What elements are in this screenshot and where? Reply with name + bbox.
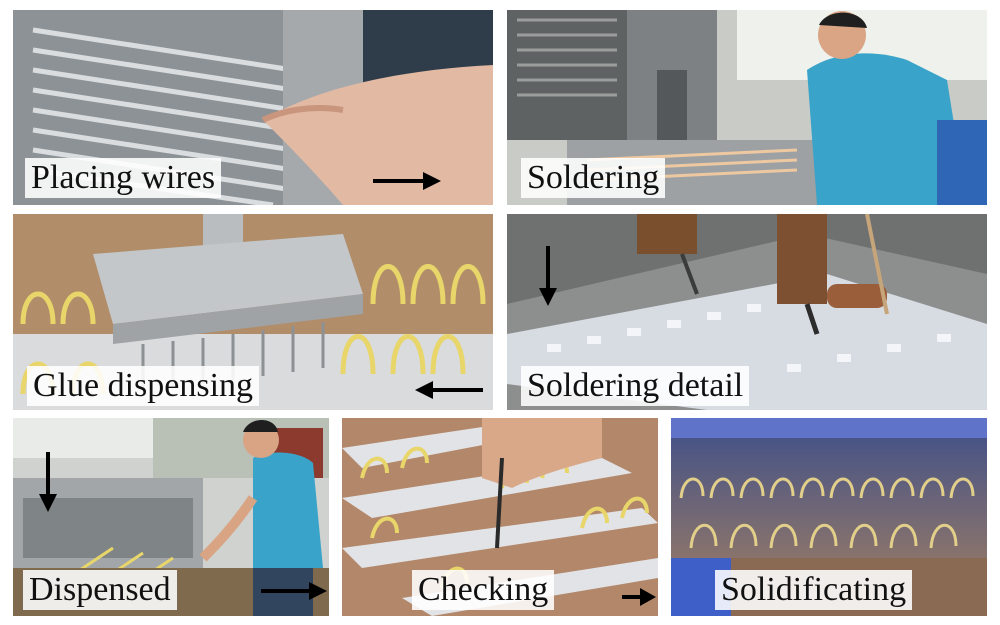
photo-soldering-detail: Soldering detail [507,214,987,410]
arrow-right-icon [373,172,441,190]
arrow-left-icon [415,381,483,399]
arrow-right-icon [261,582,327,600]
photo-soldering: Soldering [507,10,987,205]
photo-checking: Checking [342,418,658,616]
caption-soldering: Soldering [521,158,666,198]
photo-dispensed: Dispensed [13,418,329,616]
caption-checking: Checking [412,570,555,610]
soldering-detail-photo [507,214,987,410]
arrow-down-icon [39,452,57,512]
photo-glue-dispensing: Glue dispensing [13,214,493,410]
caption-soldering-detail: Soldering detail [521,366,750,406]
photo-solidificating: Solidificating [671,418,987,616]
arrow-down-icon [539,246,557,306]
caption-solidificating: Solidificating [715,570,913,610]
caption-glue-dispensing: Glue dispensing [27,366,260,406]
caption-dispensed: Dispensed [23,570,177,610]
caption-placing-wires: Placing wires [25,158,222,198]
photo-placing-wires: Placing wires [13,10,493,205]
arrow-right-icon [622,588,656,606]
